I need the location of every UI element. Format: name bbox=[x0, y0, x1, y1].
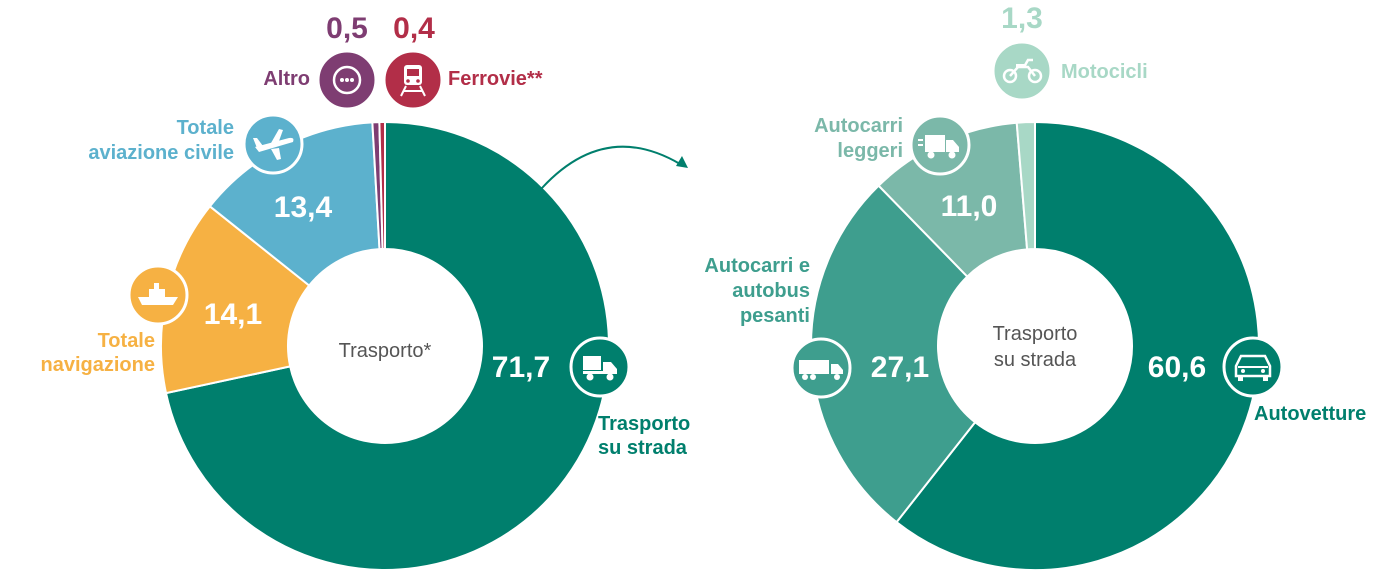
category-label-light-line1: Autocarri bbox=[814, 115, 903, 137]
slice-navigation bbox=[160, 204, 311, 395]
category-label-aviation-line1: Totale bbox=[177, 117, 234, 139]
center-label-transport: Trasporto* bbox=[339, 340, 432, 362]
slice-aviation bbox=[208, 121, 381, 287]
connector-arrowhead bbox=[676, 156, 688, 168]
lorry-icon bbox=[790, 337, 852, 399]
value-label-moto: 1,3 bbox=[1001, 2, 1043, 35]
slice-cars bbox=[895, 120, 1260, 570]
airplane-icon bbox=[242, 113, 304, 175]
truck-icon bbox=[569, 336, 631, 398]
category-label-navigation-line1: Totale bbox=[98, 330, 155, 352]
category-label-heavy-line1: Autocarri e bbox=[704, 255, 810, 277]
value-label-rail: 0,4 bbox=[393, 12, 435, 45]
category-label-road-line1: Trasporto bbox=[598, 413, 690, 435]
slice-rail bbox=[378, 120, 386, 251]
value-label-heavy: 27,1 bbox=[871, 351, 929, 384]
donut-chart-road-transport bbox=[810, 120, 1260, 570]
center-label-road-line1: Trasporto bbox=[993, 323, 1078, 345]
category-label-heavy-line3: pesanti bbox=[740, 305, 810, 327]
train-icon bbox=[382, 49, 444, 111]
category-label-navigation-line2: navigazione bbox=[41, 354, 155, 376]
value-label-cars: 60,6 bbox=[1148, 351, 1206, 384]
slice-moto bbox=[1015, 120, 1036, 251]
value-label-navigation: 14,1 bbox=[204, 298, 262, 331]
dots-icon bbox=[316, 49, 378, 111]
center-label-road-line2: su strada bbox=[994, 349, 1077, 371]
category-label-other: Altro bbox=[263, 68, 310, 90]
category-label-heavy-line2: autobus bbox=[732, 280, 810, 302]
slice-heavy bbox=[810, 184, 977, 524]
connector-arrow bbox=[541, 145, 681, 189]
value-label-light: 11,0 bbox=[941, 190, 998, 223]
van-icon bbox=[909, 114, 971, 176]
category-label-light-line2: leggeri bbox=[837, 140, 903, 162]
category-label-rail: Ferrovie** bbox=[448, 68, 543, 90]
motorcycle-icon bbox=[991, 40, 1053, 102]
category-label-road-line2: su strada bbox=[598, 437, 688, 459]
value-label-road: 71,7 bbox=[492, 351, 550, 384]
slice-road bbox=[164, 120, 610, 570]
donut-chart-transport bbox=[160, 120, 610, 570]
value-label-other: 0,5 bbox=[326, 12, 368, 45]
ship-icon bbox=[127, 264, 189, 326]
value-label-aviation: 13,4 bbox=[274, 191, 333, 224]
category-label-moto: Motocicli bbox=[1061, 61, 1148, 83]
category-label-cars: Autovetture bbox=[1254, 403, 1366, 425]
category-label-aviation-line2: aviazione civile bbox=[88, 142, 234, 164]
car-icon bbox=[1222, 336, 1284, 398]
